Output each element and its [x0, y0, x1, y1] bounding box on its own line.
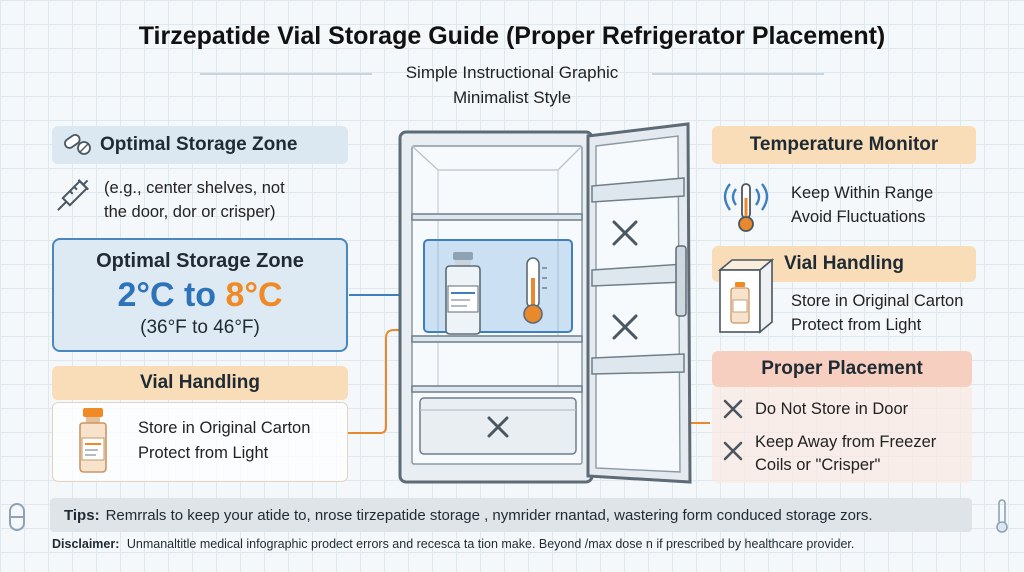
door-shelf-1 [591, 177, 685, 203]
fridge-vial-icon [445, 252, 481, 335]
signal-thermometer-icon [716, 174, 776, 236]
subtitle-rule-left [200, 73, 372, 75]
tips-label: Tips: [64, 506, 100, 524]
pill-icon [62, 133, 92, 157]
left-vial-handling-header: Vial Handling [52, 366, 348, 400]
vial-icon [70, 404, 116, 476]
carton-vial-icon [714, 256, 778, 336]
thermometer-icon [523, 257, 547, 324]
door-x-icon-2 [612, 314, 638, 340]
placement-item-1: Do Not Store in Door [755, 400, 909, 418]
optimal-zone-temperature-box: Optimal Storage Zone 2°C to 8°C (36°F to… [52, 238, 348, 352]
tips-text: Remrrals to keep your atide to, nrose ti… [105, 506, 873, 524]
disclaimer-label: Disclaimer: [52, 537, 120, 551]
optimal-zone-header: Optimal Storage Zone [52, 126, 348, 164]
shelf-bottom [411, 385, 583, 393]
door-handle [675, 245, 687, 317]
connector-line-vial [348, 329, 410, 434]
x-icon [487, 416, 509, 438]
x-icon-door [722, 398, 744, 420]
temp-high: 8°C [225, 276, 283, 314]
temperature-range-fahrenheit: (36°F to 46°F) [140, 317, 260, 338]
disclaimer: Disclaimer: Unmanaltitle medical infogra… [52, 537, 982, 551]
subtitle-line-2: Minimalist Style [452, 88, 572, 107]
proper-placement-header: Proper Placement [712, 351, 972, 387]
syringe-icon [52, 174, 92, 218]
door-x-icon-1 [612, 220, 638, 246]
temperature-monitor-line-2: Avoid Fluctuations [791, 208, 926, 226]
proper-placement-box [712, 387, 972, 483]
right-vial-line-2: Protect from Light [791, 316, 922, 334]
page-title: Tirzepatide Vial Storage Guide (Proper R… [138, 22, 886, 50]
fridge-interior [411, 145, 583, 465]
zone-box-title: Optimal Storage Zone [96, 250, 304, 272]
shelf-middle [411, 335, 583, 343]
temp-to: to [183, 276, 217, 314]
optimal-zone-note-1: (e.g., center shelves, not [104, 179, 285, 197]
left-vial-line-1: Store in Original Carton [138, 419, 311, 437]
optimal-zone-header-label: Optimal Storage Zone [100, 134, 298, 155]
left-vial-line-2: Protect from Light [138, 444, 269, 462]
shelf-top [411, 213, 583, 221]
x-icon-freezer [722, 440, 744, 462]
refrigerator-illustration [340, 118, 712, 493]
temperature-range-celsius: 2°C to 8°C [54, 275, 346, 315]
temperature-monitor-header: Temperature Monitor [712, 126, 976, 164]
right-vial-line-1: Store in Original Carton [791, 292, 964, 310]
capsule-icon [8, 502, 26, 532]
door-shelf-3 [591, 353, 685, 375]
tips-bar: Tips: Remrrals to keep your atide to, nr… [50, 498, 972, 532]
subtitle-line-1: Simple Instructional Graphic [405, 63, 619, 82]
small-thermometer-icon [994, 498, 1010, 534]
disclaimer-text: Unmanaltitle medical infographic prodect… [126, 537, 855, 551]
temp-low: 2°C [117, 276, 175, 314]
placement-item-2: Keep Away from Freezer [755, 433, 937, 451]
temperature-monitor-line-1: Keep Within Range [791, 184, 934, 202]
subtitle-rule-right [652, 73, 824, 75]
placement-item-3: Coils or "Crisper" [755, 456, 881, 474]
optimal-zone-note-2: the door, dor or crisper) [104, 203, 276, 221]
